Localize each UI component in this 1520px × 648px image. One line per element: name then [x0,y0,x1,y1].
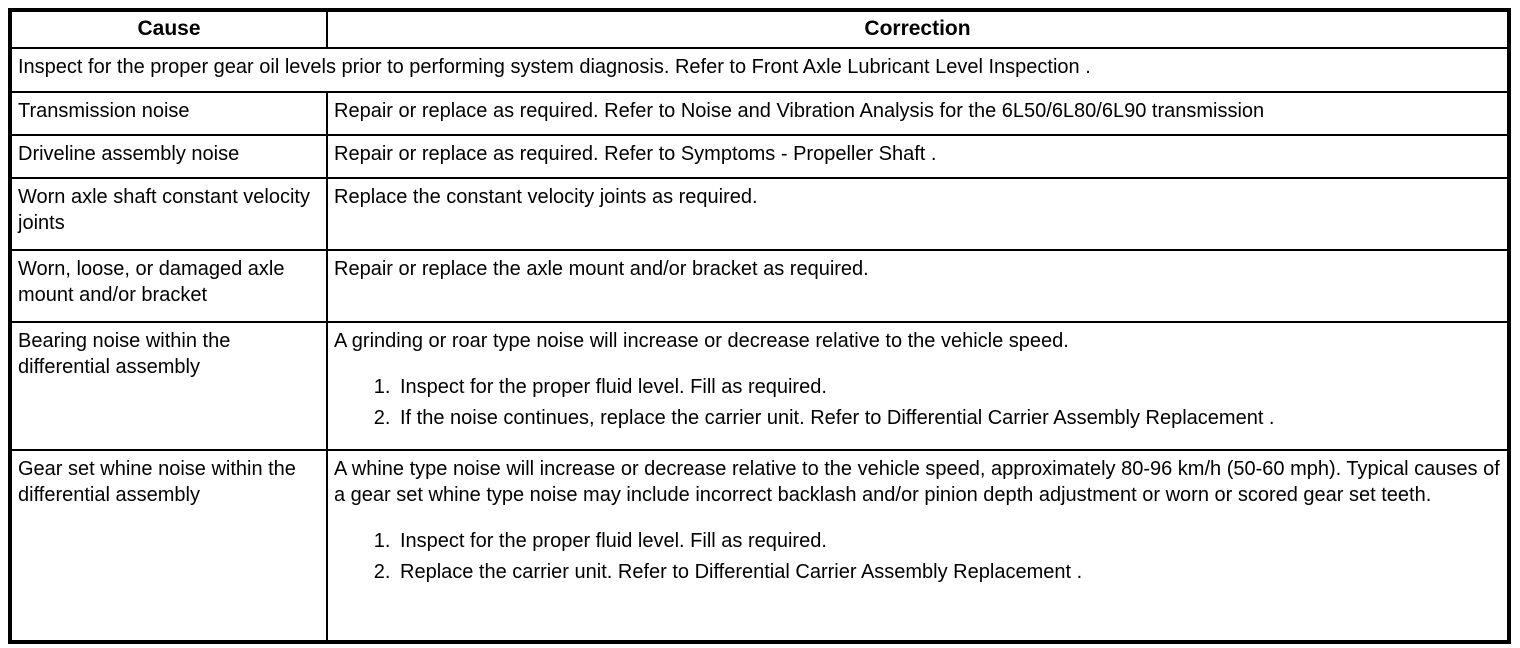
correction-step: Inspect for the proper fluid level. Fill… [396,528,1501,554]
table-row: Worn, loose, or damaged axle mount and/o… [9,249,1510,323]
cause-cell: Transmission noise [9,91,328,136]
correction-step: Replace the carrier unit. Refer to Diffe… [396,559,1501,585]
correction-steps-list: Inspect for the proper fluid level. Fill… [334,374,1501,431]
table-row: Gear set whine noise within the differen… [9,449,1510,643]
table-row: Bearing noise within the differential as… [9,321,1510,451]
cause-cell: Worn, loose, or damaged axle mount and/o… [9,249,328,323]
cause-column-header: Cause [9,9,328,49]
correction-cell: Repair or replace as required. Refer to … [326,91,1510,136]
table-row: Worn axle shaft constant velocity joints… [9,177,1510,251]
table-row: Transmission noise Repair or replace as … [9,91,1510,136]
table-note-row: Inspect for the proper gear oil levels p… [9,47,1510,93]
correction-paragraph: A whine type noise will increase or decr… [334,458,1500,506]
cause-cell: Bearing noise within the differential as… [9,321,328,451]
table-header-row: Cause Correction [9,9,1510,49]
correction-step: Inspect for the proper fluid level. Fill… [396,374,1501,400]
correction-paragraph: A grinding or roar type noise will incre… [334,330,1069,352]
correction-steps-list: Inspect for the proper fluid level. Fill… [334,528,1501,585]
correction-cell: Replace the constant velocity joints as … [326,177,1510,251]
diagnostic-table: Cause Correction Inspect for the proper … [8,8,1511,644]
cause-cell: Gear set whine noise within the differen… [9,449,328,643]
correction-cell: Repair or replace as required. Refer to … [326,134,1510,179]
cause-cell: Driveline assembly noise [9,134,328,179]
table-row: Driveline assembly noise Repair or repla… [9,134,1510,179]
correction-cell: A whine type noise will increase or decr… [326,449,1510,643]
correction-cell: Repair or replace the axle mount and/or … [326,249,1510,323]
correction-step: If the noise continues, replace the carr… [396,405,1501,431]
correction-column-header: Correction [326,9,1510,49]
correction-cell: A grinding or roar type noise will incre… [326,321,1510,451]
cause-cell: Worn axle shaft constant velocity joints [9,177,328,251]
note-cell: Inspect for the proper gear oil levels p… [9,47,1510,93]
